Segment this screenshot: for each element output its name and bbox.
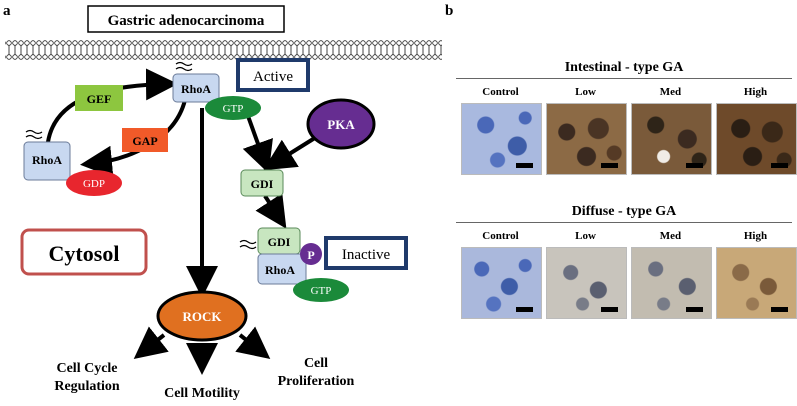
svg-text:GDI: GDI: [251, 177, 274, 191]
svg-text:ROCK: ROCK: [183, 309, 223, 324]
svg-text:Inactive: Inactive: [342, 247, 391, 263]
outcome-cell-cycle: Cell Cycle: [56, 361, 117, 376]
label-high: High: [743, 86, 768, 98]
ihc-image-diffuse-low: [546, 247, 627, 319]
svg-text:GDI: GDI: [268, 235, 291, 249]
svg-text:RhoA: RhoA: [265, 263, 295, 277]
cytosol-box: [20, 228, 148, 276]
ihc-image-diffuse-control: [461, 247, 542, 319]
group-title-intestinal: Intestinal - type GA: [564, 60, 684, 75]
rock-node: [156, 290, 248, 342]
rhoa-gdp-node: [23, 141, 71, 181]
ihc-image-intestinal-med: [631, 103, 712, 175]
svg-text:RhoA: RhoA: [181, 82, 211, 96]
active-label-box: [236, 58, 310, 92]
svg-text:Proliferation: Proliferation: [278, 374, 355, 389]
svg-text:P: P: [307, 248, 314, 262]
label-med: Med: [659, 86, 682, 98]
divider: [456, 222, 792, 223]
group-title-diffuse: Diffuse - type GA: [571, 204, 677, 219]
cell-membrane: [5, 40, 442, 60]
pathway-diagram: Gastric adenocarcinoma RhoA GTP Active G…: [5, 5, 442, 401]
label-control: Control: [482, 230, 519, 242]
rock-prolif-arrow: [235, 326, 271, 359]
diagram-title: Gastric adenocarcinoma: [108, 13, 265, 29]
label-control: Control: [482, 86, 519, 98]
rhoa-active-node: [172, 73, 220, 103]
pka-gdi-arrow: [263, 134, 320, 171]
label-low: Low: [575, 86, 596, 98]
gtp-inactive-node: [293, 278, 349, 302]
rock-cellcycle-arrow: [133, 326, 169, 359]
label-low: Low: [575, 230, 596, 242]
svg-text:GDP: GDP: [83, 178, 105, 190]
svg-text:GEF: GEF: [87, 92, 112, 106]
svg-text:Regulation: Regulation: [54, 379, 120, 394]
ihc-image-diffuse-med: [631, 247, 712, 319]
ihc-image-intestinal-low: [546, 103, 627, 175]
label-med: Med: [659, 230, 682, 242]
svg-text:Cytosol: Cytosol: [49, 241, 120, 266]
pka-node: [306, 98, 376, 150]
panel-b-letter: b: [445, 3, 454, 19]
gap-node: [122, 128, 168, 152]
svg-text:Active: Active: [253, 69, 293, 85]
ihc-image-intestinal-high: [716, 103, 797, 175]
gdi-complex-arrow: [255, 193, 287, 229]
gtp-active-node: [205, 96, 261, 120]
svg-text:GAP: GAP: [132, 134, 157, 148]
divider: [456, 78, 792, 79]
title-box: [87, 5, 285, 33]
rhoa-gdi-arrow: [242, 115, 273, 174]
rhoa-inactive-node: [257, 253, 307, 285]
svg-text:GTP: GTP: [311, 285, 332, 297]
inactive-label-box: [324, 236, 408, 270]
ihc-image-diffuse-high: [716, 247, 797, 319]
outcome-cell-proliferation: Cell: [304, 356, 328, 371]
ihc-image-intestinal-control: [461, 103, 542, 175]
phospho-node: [300, 243, 322, 265]
svg-text:GTP: GTP: [223, 103, 244, 115]
outcome-cell-motility: Cell Motility: [164, 386, 240, 401]
panel-a-letter: a: [3, 3, 11, 19]
gef-node: [75, 85, 123, 111]
svg-text:RhoA: RhoA: [32, 153, 62, 167]
svg-text:PKA: PKA: [327, 117, 355, 132]
gdp-node: [66, 170, 122, 196]
label-high: High: [743, 230, 768, 242]
gdi-node: [240, 169, 284, 197]
